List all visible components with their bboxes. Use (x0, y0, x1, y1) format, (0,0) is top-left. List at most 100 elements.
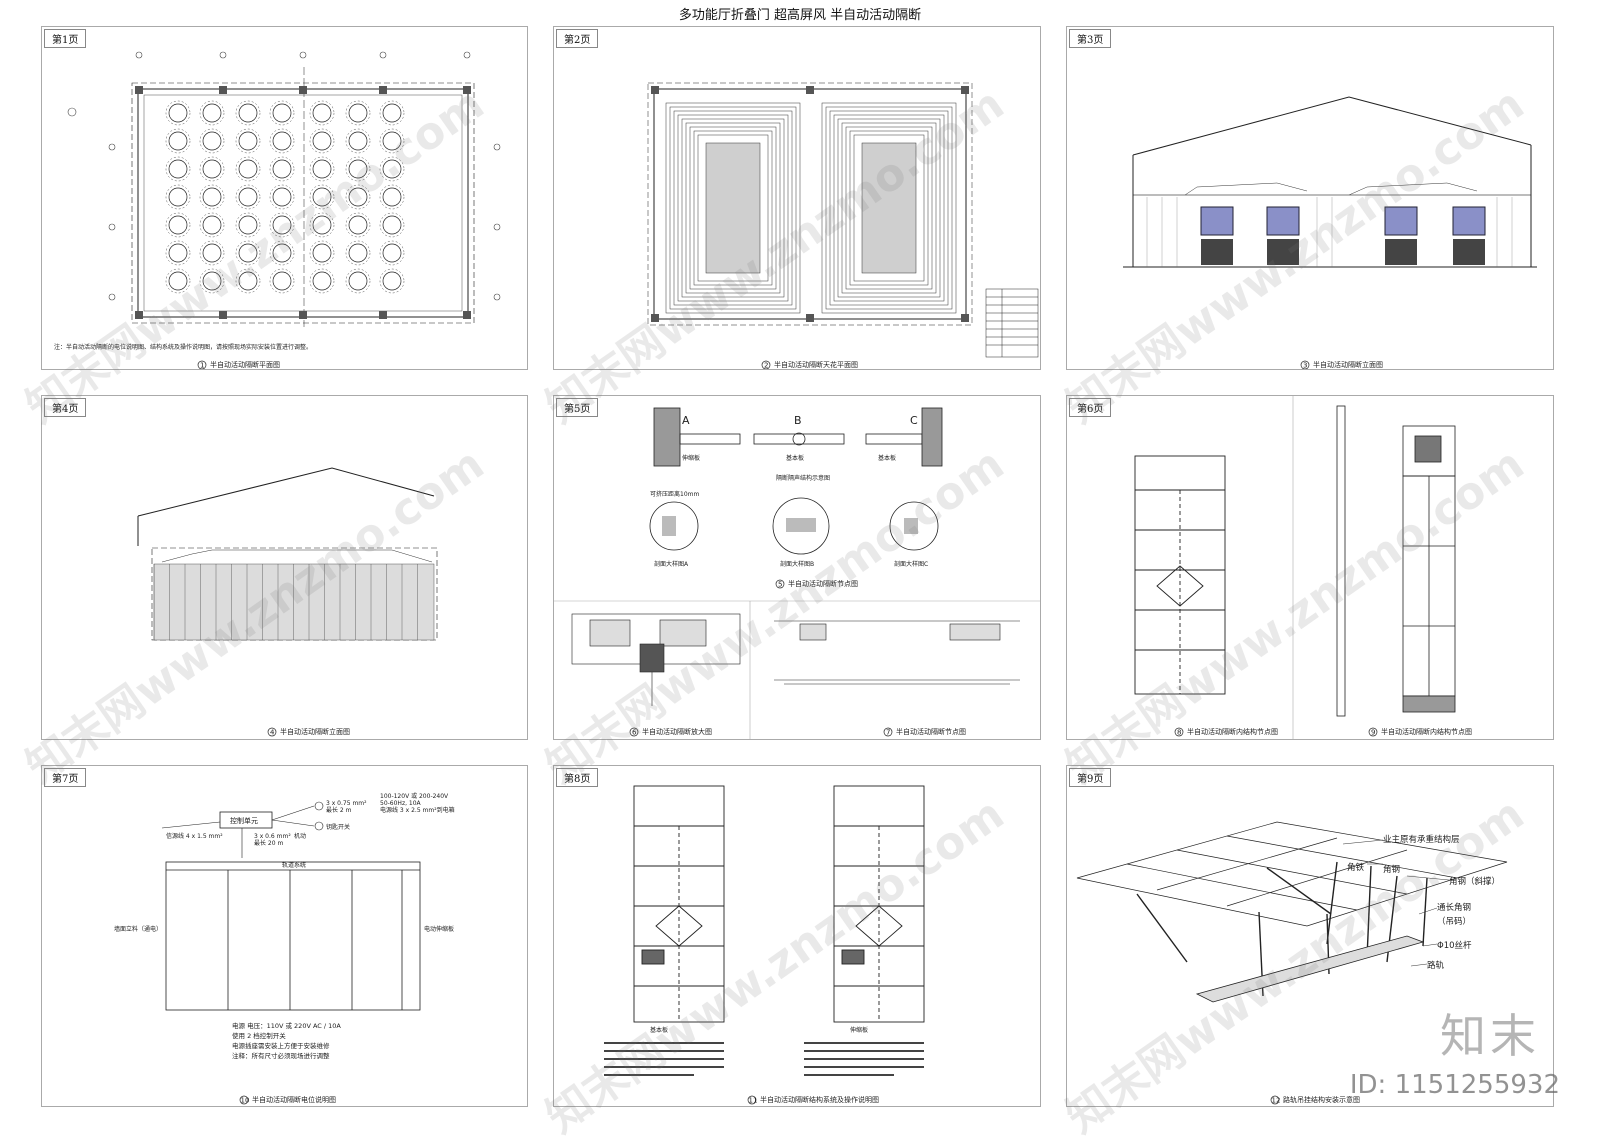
panel-page-5[interactable]: 第5页 A 伸缩板 B 基本板 C 基本板 隔断隔声结构示意图 可挤压距离10m… (553, 395, 1041, 740)
round-table (202, 159, 222, 179)
round-table (348, 159, 368, 179)
hanger-label: （吊码） (1437, 916, 1471, 927)
round-table (202, 103, 222, 123)
round-table (168, 215, 188, 235)
round-table (348, 215, 368, 235)
panel-page-8[interactable]: 第8页 基本板 伸缩板 11 半自动活动隔断结构系统及操作说明图 (553, 765, 1041, 1107)
wire-spec-2-length: 最长 20 m (254, 839, 283, 847)
grid-axis-markers (67, 51, 501, 301)
round-table (382, 215, 402, 235)
round-table (168, 187, 188, 207)
spec-line-4: 注释：所有尺寸必须现场进行调整 (232, 1051, 330, 1060)
ceiling-legend-table (985, 288, 1039, 358)
round-table (312, 103, 332, 123)
operation-notes (604, 1042, 924, 1076)
caption-1: 半自动活动隔断平面图 (210, 360, 280, 369)
caption-3: 半自动活动隔断立面图 (1313, 360, 1383, 369)
board-label-2: 基本板 (786, 454, 804, 462)
panel-page-6[interactable]: 第6页 8 半自动活动隔断内结构节点图 9 半自动活动隔断内结构节点图 (1066, 395, 1554, 740)
round-table (272, 271, 292, 291)
left-panel-label: 基本板 (650, 1026, 668, 1034)
round-table (202, 215, 222, 235)
node-details-drawing: A 伸缩板 B 基本板 C 基本板 隔断隔声结构示意图 可挤压距离10mm 剖面… (554, 407, 1040, 739)
detail-fills (662, 516, 918, 536)
label-b: B (794, 414, 802, 427)
spec-line-2: 使用 2 档控制开关 (232, 1031, 286, 1040)
left-wall-label: 墙面立料（通电） (114, 925, 162, 933)
blue-screen-panels (1200, 206, 1486, 236)
round-table (202, 271, 222, 291)
round-table (168, 243, 188, 263)
rod-label: Φ10丝杆 (1437, 940, 1472, 951)
caption-4: 半自动活动隔断立面图 (280, 727, 350, 736)
panel-page-9[interactable]: 第9页 业主 (1066, 765, 1554, 1107)
round-table (272, 131, 292, 151)
section-a (653, 407, 741, 467)
ceiling-coffer-patterns (665, 102, 957, 314)
round-table (312, 187, 332, 207)
round-table (382, 271, 402, 291)
spec-line-1: 电源 电压：110V 或 220V AC / 10A (232, 1021, 341, 1030)
spec-line-3: 电源插座需安装上方便于安装维修 (232, 1041, 330, 1050)
panel-page-3[interactable]: 第3页 3 半自动活动隔断立面图 (1066, 26, 1554, 370)
page-label: 第1页 (44, 29, 87, 48)
round-table (312, 271, 332, 291)
round-table (238, 103, 258, 123)
page-label: 第9页 (1069, 768, 1112, 787)
round-table (238, 271, 258, 291)
angle-iron-label: 角铁 (1347, 862, 1365, 873)
svg-text:10: 10 (241, 1097, 250, 1105)
wire-spec-1-length: 最长 2 m (326, 806, 352, 814)
wire-spec-1: 3 x 0.75 mm² (326, 800, 367, 807)
ceiling-columns (651, 86, 969, 322)
round-table (202, 187, 222, 207)
round-table (272, 159, 292, 179)
power-spec-1: 100-120V 或 200-240V (380, 792, 449, 800)
panel-page-7[interactable]: 第7页 控制单元 3 x 0.75 mm² 最长 2 m 钥匙开关 3 x 0.… (41, 765, 528, 1107)
folding-partition-panels (153, 563, 435, 641)
panel-page-1[interactable]: 第1页 注：半自动活动隔断的电位说明图、结构系统及操作说明图，请按照现场实际安装… (41, 26, 528, 370)
floor-plan-drawing: 注：半自动活动隔断的电位说明图、结构系统及操作说明图，请按照现场实际安装位置进行… (54, 51, 501, 369)
right-panel-label: 电动伸缩板 (424, 925, 454, 933)
track-system-label: 轨道系统 (282, 861, 306, 869)
partition-panels (165, 861, 421, 1011)
control-unit-label: 控制单元 (230, 816, 258, 825)
board-label-3: 基本板 (878, 454, 896, 462)
panel-frames (633, 785, 925, 1023)
svg-text:2: 2 (764, 362, 768, 370)
page-label: 第3页 (1069, 29, 1112, 48)
round-table (382, 243, 402, 263)
key-switch-label: 钥匙开关 (326, 823, 350, 831)
section-c (865, 407, 943, 467)
plan-note: 注：半自动活动隔断的电位说明图、结构系统及操作说明图，请按照现场实际安装位置进行… (54, 343, 312, 351)
long-angle-label: 通长角钢 (1437, 902, 1471, 913)
panel-page-4[interactable]: 第4页 4 半自动活动隔断立面图 (41, 395, 528, 740)
caption-6: 半自动活动隔断放大图 (642, 727, 712, 736)
round-table (168, 131, 188, 151)
power-spec-2: 50-60Hz, 10A (380, 800, 422, 807)
page-label: 第4页 (44, 398, 87, 417)
sound-insulation-label: 隔断隔声结构示意图 (776, 474, 830, 482)
partition-panel-joints (153, 564, 418, 640)
round-table (272, 187, 292, 207)
section-elevation-drawing: 3 半自动活动隔断立面图 (1123, 96, 1537, 370)
svg-text:3: 3 (1303, 362, 1307, 370)
round-tables-grid (165, 100, 405, 294)
round-table (312, 159, 332, 179)
equipment-racks (1201, 239, 1485, 265)
round-table (272, 103, 292, 123)
structure-operation-drawing: 基本板 伸缩板 11 半自动活动隔断结构系统及操作说明图 (604, 785, 925, 1105)
panel-page-2[interactable]: 第2页 2 半自动活动隔断天花平面图 (553, 26, 1041, 370)
rail-label: 路轨 (1427, 960, 1445, 971)
gap-note: 可挤压距离10mm (650, 490, 699, 498)
round-table (238, 215, 258, 235)
rail-installation-drawing: 业主原有承重结构层 角铁 角钢 角钢（斜撑） 通长角钢 （吊码） Φ10丝杆 路… (1076, 821, 1508, 1105)
stage-steps (1184, 182, 1478, 196)
detail-label-c: 剖面大样图C (894, 560, 928, 568)
round-table (382, 131, 402, 151)
round-table (382, 159, 402, 179)
node-section-view (774, 620, 1020, 685)
round-table (312, 131, 332, 151)
power-spec-3: 电源线 3 x 2.5 mm²到电箱 (380, 806, 455, 814)
section-b (753, 432, 845, 446)
